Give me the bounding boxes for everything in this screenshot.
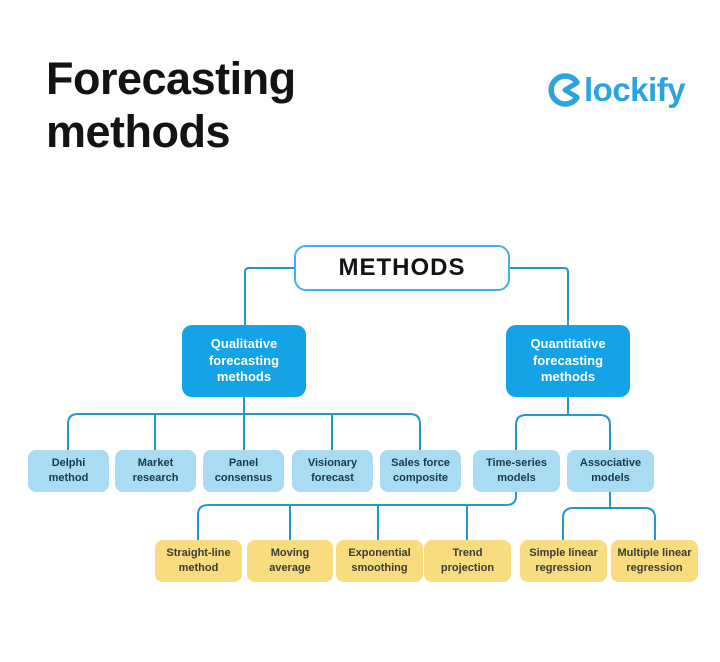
node-qualitative-methods: Qualitative forecasting methods — [182, 325, 306, 397]
node-moving-average: Moving average — [247, 540, 333, 582]
node-multiple-linear-regression: Multiple linear regression — [611, 540, 698, 582]
node-straight-line-method: Straight-line method — [155, 540, 242, 582]
node-visionary-forecast: Visionary forecast — [292, 450, 373, 492]
clockify-clock-icon — [548, 73, 582, 107]
page-title: Forecasting methods — [46, 53, 296, 158]
clockify-logo: lockify — [548, 70, 686, 110]
node-simple-linear-regression: Simple linear regression — [520, 540, 607, 582]
node-time-series-models: Time-series models — [473, 450, 560, 492]
node-sales-force-composite: Sales force composite — [380, 450, 461, 492]
node-delphi-method: Delphi method — [28, 450, 109, 492]
clockify-logo-text: lockify — [584, 70, 686, 108]
node-quantitative-methods: Quantitative forecasting methods — [506, 325, 630, 397]
node-panel-consensus: Panel consensus — [203, 450, 284, 492]
node-trend-projection: Trend projection — [424, 540, 511, 582]
node-exponential-smoothing: Exponential smoothing — [336, 540, 423, 582]
node-market-research: Market research — [115, 450, 196, 492]
node-methods-root: METHODS — [294, 245, 510, 291]
node-associative-models: Associative models — [567, 450, 654, 492]
